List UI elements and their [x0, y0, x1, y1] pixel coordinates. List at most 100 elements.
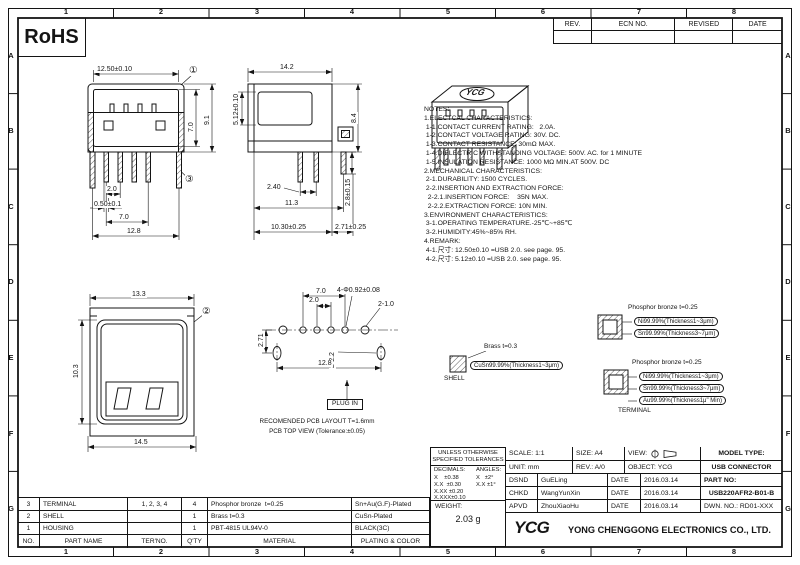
note-line: 1-4.DIELECTRIC WITHSTANDING VOLTAGE: 500… — [424, 149, 643, 157]
size-field: SIZE: A4 — [572, 447, 624, 460]
callout-terminal-layer: Sn99.99%(Thickness3~7μm) — [639, 384, 725, 394]
callout-shell-material: Brass t=0.3 — [484, 343, 518, 351]
tolerance-row: X.X ±1° — [476, 481, 496, 488]
part-name: TERMINAL — [40, 498, 128, 510]
signoff-name: GuELing — [537, 474, 607, 486]
dim-face-height: 10.3 — [73, 363, 81, 379]
ruler-row-label: D — [785, 277, 791, 286]
pcb-view — [266, 325, 398, 363]
note-line: 3-1.OPERATING TEMPERATURE.-25℃~+85℃ — [424, 220, 573, 228]
note-line: 2-2.2.EXTRACTION FORCE: 10N MIN. — [424, 202, 548, 210]
plug-in-label: PLUG IN — [327, 399, 364, 410]
plating-callouts — [449, 314, 637, 402]
parts-header-material: MATERIAL — [208, 535, 352, 548]
signoff-date: 2016.03.14 — [640, 474, 700, 486]
parts-header-name: PART NAME — [40, 535, 128, 548]
tolerance-title-line2: SPECIFIED TOLERANCES — [432, 457, 504, 463]
ruler-col-label: 3 — [254, 547, 260, 556]
unit-field: UNIT: mm — [509, 463, 540, 471]
callout-terminal-layer: Ni99.99%(Thickness1~3μm) — [639, 372, 723, 382]
callout-shell-plating-material: Phosphor bronze t=0.25 — [628, 304, 698, 312]
part-plating: Sn+Au(G.F)-Plated — [352, 498, 430, 510]
parts-header-plating: PLATING & COLOR — [352, 535, 430, 548]
part-plating: BLACK(3C) — [352, 523, 430, 534]
notes-title: NOTES: — [424, 106, 450, 113]
ruler-row-label: G — [8, 504, 14, 513]
tolerance-row: X ±2° — [476, 474, 494, 481]
model-type-label: MODEL TYPE: — [700, 447, 782, 460]
note-line: 2-2.1.INSERTION FORCE: 35N MAX. — [424, 193, 549, 201]
rev-field: REV.: A/0 — [572, 461, 624, 473]
ruler-col-label: 8 — [731, 7, 737, 16]
pcb-caption-line2: PCB TOP VIEW (Tolerance:±0.05) — [269, 428, 365, 435]
signoff-name: WangYunXin — [537, 487, 607, 499]
parts-table-header-row: NO. PART NAME TER'NO. Q'TY MATERIAL PLAT… — [18, 534, 430, 548]
tolerance-row: X ±0.38 — [434, 474, 459, 481]
ruler-col-label: 8 — [731, 547, 737, 556]
ruler-row-label: E — [8, 353, 14, 362]
note-line: 2-1.DURABILITY: 1500 CYCLES. — [424, 176, 528, 184]
part-name: SHELL — [40, 511, 128, 522]
revision-cell-empty — [675, 31, 734, 44]
ruler-row-label: C — [8, 202, 14, 211]
ruler-col-label: 2 — [158, 547, 164, 556]
ruler-col-label: 4 — [349, 547, 355, 556]
dim-side-length: 11.3 — [284, 200, 300, 208]
parts-table-row: 3 TERMINAL 1, 2, 3, 4 4 Phosphor bronze … — [18, 498, 430, 510]
company-logo: YCG — [514, 518, 550, 537]
tolerance-angles-label: ANGLES: — [476, 467, 502, 473]
revision-header-ecn: ECN NO. — [592, 18, 676, 30]
callout-terminal-layer: Au99.99%(Thickness1μ" Min) — [639, 396, 726, 406]
ruler-col-label: 6 — [540, 547, 546, 556]
object-field: OBJECT: YCG — [624, 461, 700, 473]
parts-table-row: 1 HOUSING 1 PBT-4815 UL94V-0 BLACK(3C) — [18, 522, 430, 534]
rohs-badge: RoHS — [18, 18, 86, 57]
pcb-caption-line1: RECOMENDED PCB LAYOUT T=1.6mm — [259, 418, 375, 425]
parts-table: 3 TERMINAL 1, 2, 3, 4 4 Phosphor bronze … — [18, 497, 430, 548]
ruler-row-label: D — [8, 277, 14, 286]
third-angle-projection-icon — [651, 449, 677, 458]
dim-side-height: 8.4 — [351, 112, 359, 124]
callout-terminal-part: TERMINAL — [618, 407, 651, 415]
note-line: 4.REMARK: — [424, 237, 461, 245]
note-line: 1-3.CONTACT RESISTANCE: 30mΩ MAX. — [424, 141, 556, 149]
signoff-date-label: DATE — [607, 474, 640, 486]
part-plating: CuSn-Plated — [352, 511, 430, 522]
part-no-value: USB220AFR2-B01-B — [700, 487, 782, 499]
part-material: PBT-4815 UL94V-0 — [208, 523, 352, 534]
weight-value: 2.03 g — [455, 514, 481, 524]
title-block: SCALE: 1:1 SIZE: A4 VIEW: MODEL TYPE: UN… — [506, 447, 782, 512]
part-ter-no — [128, 511, 182, 522]
ruler-row-label: A — [8, 51, 14, 60]
callout-terminal-material: Phosphor bronze t=0.25 — [632, 359, 702, 367]
company-name: YONG CHENGGONG ELECTRONICS CO., LTD. — [568, 525, 771, 535]
dim-leg-span: 12.8 — [126, 228, 142, 236]
part-material: Phosphor bronze t=0.25 — [208, 498, 352, 510]
dim-pin-width: 0.50±0.1 — [93, 201, 123, 209]
rohs-label: RoHS — [24, 25, 79, 48]
pcb-view-dims — [262, 292, 382, 399]
ruler-col-label: 7 — [636, 7, 642, 16]
ruler-col-label: 5 — [445, 547, 451, 556]
note-line: 1-2.CONTACT VOLTAGE RATING: 30V. DC. — [424, 132, 561, 140]
signoff-date-label: DATE — [607, 500, 640, 512]
balloon-3: ③ — [185, 174, 194, 185]
ruler-col-label: 4 — [349, 7, 355, 16]
ruler-row-label: F — [785, 429, 791, 438]
callout-shell-plating-layer: Sn99.99%(Thickness3~7μm) — [634, 329, 720, 339]
view-label: VIEW: — [628, 450, 648, 457]
parts-header-no: NO. — [18, 535, 40, 548]
ruler-row-label: G — [785, 504, 791, 513]
revision-header-date: DATE — [748, 20, 767, 28]
parts-header-qty: Q'TY — [182, 535, 208, 548]
dim-pin-pitch: 2.0 — [106, 186, 118, 194]
part-ter-no: 1, 2, 3, 4 — [128, 498, 182, 510]
model-type-value: USB CONNECTOR — [700, 461, 782, 473]
dim-front-opening: 7.0 — [188, 121, 196, 133]
tolerance-divider — [431, 465, 505, 466]
dim-side-peg: 2.8±0.15 — [345, 177, 353, 207]
note-line: 4-1.尺寸: 12.50±0.10 =USB 2.0. see page. 9… — [424, 246, 566, 254]
ruler-row-label: B — [785, 126, 791, 135]
